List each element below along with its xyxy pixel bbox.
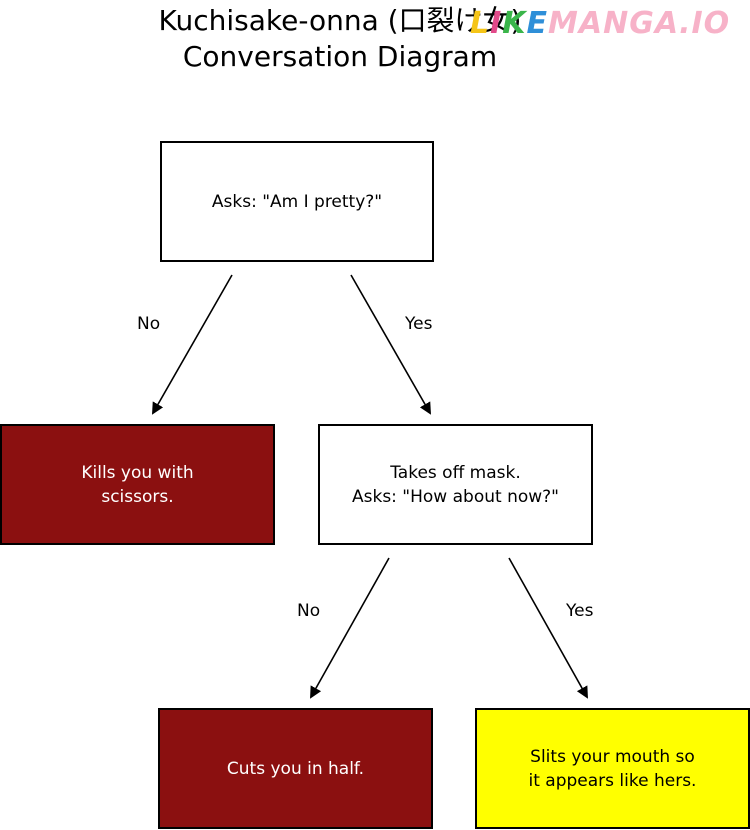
edge-label-q2-no: No (297, 601, 321, 621)
edge-label-q1-no: No (137, 314, 161, 334)
diagram-title-line2: Conversation Diagram (182, 40, 498, 73)
arrow-q2-yes (508, 557, 588, 699)
node-kill: Kills you with scissors. (0, 424, 275, 545)
arrow-q2-no (310, 557, 390, 699)
node-slit: Slits your mouth so it appears like hers… (475, 708, 750, 829)
watermark-letter: O (703, 6, 731, 41)
arrow-q1-no (152, 274, 233, 415)
watermark-letter: E (526, 6, 549, 41)
watermark-letter: K (502, 6, 527, 41)
watermark-letter: L (470, 6, 491, 41)
watermark-logo: LIKEMANGA.IO (470, 6, 730, 41)
node-question1: Asks: "Am I pretty?" (160, 141, 434, 262)
edge-label-q1-yes: Yes (405, 314, 433, 334)
diagram-title-line1: Kuchisake-onna (口裂け女) (158, 4, 522, 37)
watermark-letter: A (578, 6, 604, 41)
node-cut: Cuts you in half. (158, 708, 433, 829)
watermark-letter: N (603, 6, 630, 41)
node-question2: Takes off mask. Asks: "How about now?" (318, 424, 593, 545)
watermark-letter: I (691, 6, 704, 41)
edge-label-q2-yes: Yes (566, 601, 594, 621)
arrow-q1-yes (350, 274, 431, 415)
watermark-letter: . (679, 6, 692, 41)
watermark-letter: I (490, 6, 503, 41)
watermark-letter: M (548, 6, 579, 41)
watermark-letter: G (629, 6, 655, 41)
watermark-letter: A (654, 6, 680, 41)
